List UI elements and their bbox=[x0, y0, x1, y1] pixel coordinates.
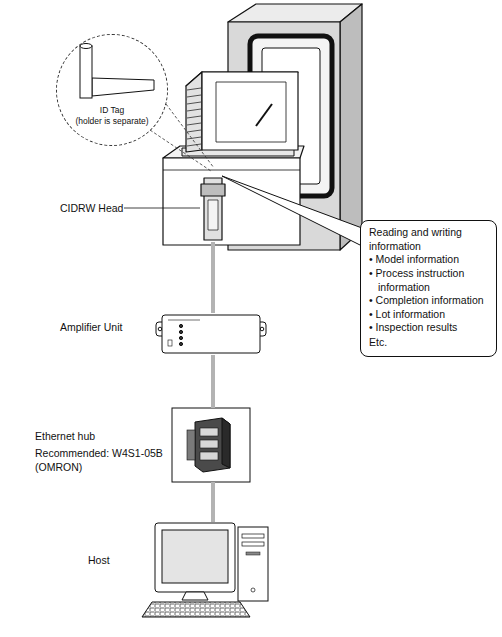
info-item: • Completion information bbox=[369, 294, 489, 308]
device-note: Recommended: W4S1-05B (OMRON) bbox=[35, 446, 163, 474]
cable bbox=[211, 482, 215, 522]
carrier-rib bbox=[187, 88, 201, 90]
info-item: • Process instruction information bbox=[369, 267, 489, 294]
carrier-rib bbox=[187, 95, 201, 97]
info-callout-box: Reading and writing information• Model i… bbox=[360, 220, 497, 357]
host-pc: Host bbox=[142, 522, 270, 618]
leader-lines bbox=[124, 208, 200, 209]
device-label: Ethernet hub bbox=[35, 429, 165, 443]
magnifier-circle: ID Tag(holder is separate) bbox=[56, 34, 168, 146]
host-pc-drawing bbox=[142, 523, 268, 617]
id-tag-drawing bbox=[80, 44, 154, 99]
carrier-rib bbox=[187, 130, 201, 132]
carrier-rib bbox=[187, 123, 201, 125]
magnifier-lines bbox=[150, 104, 214, 171]
cable bbox=[211, 242, 215, 313]
info-item: • Inspection results bbox=[369, 321, 489, 335]
device-label: Host bbox=[88, 553, 128, 567]
info-item: • Lot information bbox=[369, 308, 489, 322]
part-note: (holder is separate) bbox=[75, 116, 148, 127]
amplifier-unit: Amplifier Unit bbox=[156, 313, 266, 355]
callout-heading: Reading and writing information bbox=[369, 226, 489, 253]
ethernet-hub-drawing bbox=[172, 408, 250, 482]
device-label: CIDRW Head bbox=[60, 201, 124, 215]
cidrw-head: CIDRW Head bbox=[201, 178, 225, 242]
carrier-rib bbox=[187, 109, 201, 111]
carrier-rib bbox=[187, 116, 201, 118]
cable bbox=[211, 355, 215, 408]
carrier-rib bbox=[187, 102, 201, 104]
info-item: • Model information bbox=[369, 253, 489, 267]
ethernet-hub: Ethernet hubRecommended: W4S1-05B (OMRON… bbox=[172, 408, 250, 482]
equipment bbox=[163, 4, 362, 250]
carrier-rib bbox=[187, 137, 201, 139]
callout-pointer bbox=[222, 176, 362, 246]
carrier-rib bbox=[187, 144, 201, 146]
part-name: ID Tag bbox=[100, 105, 124, 116]
info-item: Etc. bbox=[369, 336, 489, 350]
amplifier-unit-drawing bbox=[156, 315, 266, 353]
device-label: Amplifier Unit bbox=[60, 320, 150, 334]
